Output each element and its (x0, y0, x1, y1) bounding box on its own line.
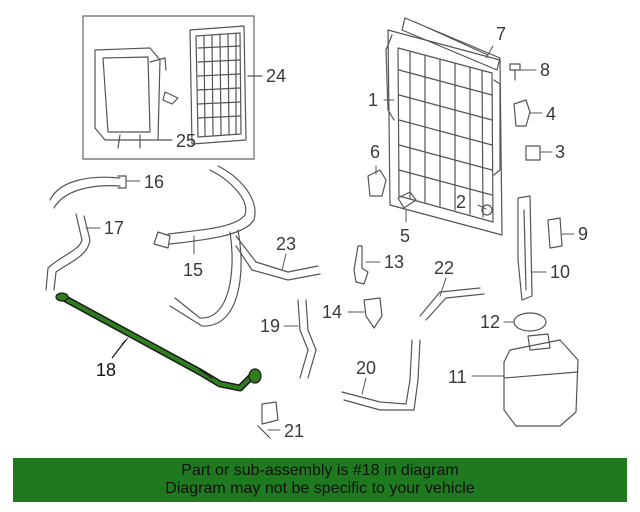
callout-14: 14 (322, 302, 342, 322)
hose-19 (297, 299, 317, 379)
hose-17 (45, 213, 91, 291)
bracket-6 (367, 169, 387, 197)
hose-20 (341, 339, 421, 411)
grommet-3 (525, 145, 541, 161)
bolt-8 (509, 63, 521, 81)
screw-2 (481, 204, 493, 216)
callout-5: 5 (400, 226, 410, 246)
bracket-10 (517, 195, 533, 301)
callout-24: 24 (266, 66, 286, 86)
callout-4: 4 (546, 104, 556, 124)
callout-6: 6 (370, 142, 380, 162)
callout-19: 19 (260, 316, 280, 336)
callout-2: 2 (456, 192, 466, 212)
parts-diagram: 1 2 3 4 5 6 7 8 9 10 11 12 13 14 15 16 1… (45, 15, 588, 441)
footer-line-2: Diagram may not be specific to your vehi… (165, 480, 475, 497)
mount-5 (397, 191, 417, 209)
callout-20: 20 (356, 358, 376, 378)
upper-support-bracket (401, 17, 501, 71)
hose-22 (419, 287, 485, 321)
callout-3: 3 (555, 142, 565, 162)
callout-23: 23 (276, 234, 296, 254)
fitting-21 (257, 401, 279, 439)
sensor-14 (363, 297, 383, 329)
callout-22: 22 (434, 258, 454, 278)
pipe-18-highlighted (55, 292, 262, 392)
mount-4 (513, 99, 531, 127)
callout-15: 15 (183, 260, 203, 280)
callout-13: 13 (384, 252, 404, 272)
callout-21: 21 (284, 421, 304, 441)
callout-11: 11 (448, 367, 467, 387)
radiator (385, 29, 503, 236)
inset-radiator (189, 25, 247, 145)
callout-10: 10 (550, 262, 570, 282)
hose-15 (153, 165, 256, 249)
hose-23 (235, 235, 321, 281)
callout-9: 9 (578, 224, 588, 244)
callout-8: 8 (540, 60, 550, 80)
cap-12 (513, 312, 547, 332)
callout-25: 25 (176, 131, 196, 151)
callout-1: 1 (368, 90, 378, 110)
callout-7: 7 (496, 24, 506, 44)
hose-lower (169, 229, 242, 327)
sensor-13 (353, 245, 369, 285)
callout-16: 16 (144, 172, 164, 192)
sensor-9 (547, 217, 563, 249)
footer-line-1: Part or sub-assembly is #18 in diagram (181, 462, 459, 479)
callout-12: 12 (480, 312, 500, 332)
hose-16 (49, 175, 127, 209)
callout-18: 18 (96, 360, 116, 380)
callout-17: 17 (104, 218, 124, 238)
expansion-tank (503, 333, 579, 427)
footer-banner: Part or sub-assembly is #18 in diagram D… (13, 458, 627, 502)
